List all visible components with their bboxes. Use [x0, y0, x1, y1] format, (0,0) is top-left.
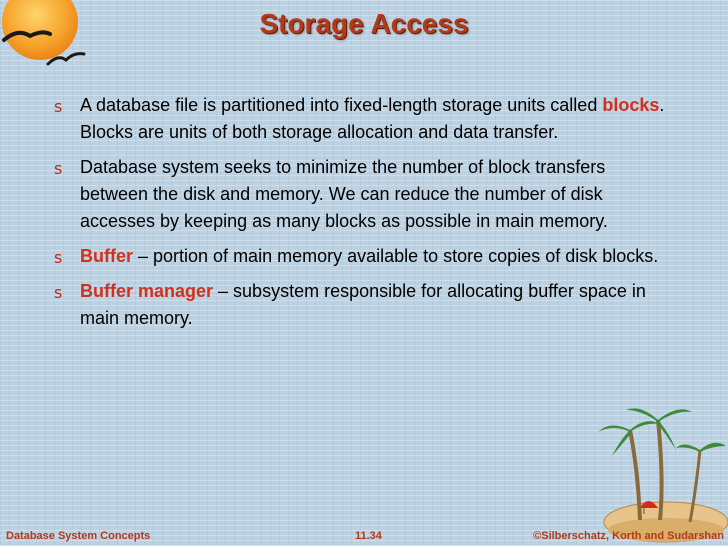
bullet-keyword: Buffer manager: [80, 281, 214, 301]
bullet-keyword: Buffer: [80, 246, 133, 266]
footer-copyright: ©Silberschatz, Korth and Sudarshan: [533, 530, 724, 542]
sun-with-seagulls-icon: [2, 0, 86, 66]
bullet-text: A database file is partitioned into fixe…: [80, 95, 603, 115]
bullet-text: Database system seeks to minimize the nu…: [80, 157, 608, 231]
bullet-text: – subsystem responsible for allocating b…: [80, 281, 646, 328]
footer-course-title: Database System Concepts: [6, 530, 151, 542]
bullet-marker-icon: s: [54, 159, 63, 178]
footer-page-number: 11.34: [355, 530, 382, 542]
bullet-list: s A database file is partitioned into fi…: [54, 92, 674, 340]
slide-title: Storage Access: [259, 8, 469, 39]
bullet-item: s Buffer – portion of main memory availa…: [54, 243, 674, 270]
bullet-keyword: blocks: [602, 95, 660, 115]
palm-tree-island-icon: [598, 408, 728, 543]
bullet-marker-icon: s: [54, 97, 63, 116]
bullet-item: s Buffer manager – subsystem responsible…: [54, 278, 674, 332]
bullet-item: s Database system seeks to minimize the …: [54, 154, 674, 235]
bullet-marker-icon: s: [54, 248, 63, 267]
bullet-marker-icon: s: [54, 283, 63, 302]
bullet-text: . Blocks are units of both storage alloc…: [80, 95, 665, 142]
bullet-item: s A database file is partitioned into fi…: [54, 92, 674, 146]
bullet-text: – portion of main memory available to st…: [133, 246, 659, 266]
